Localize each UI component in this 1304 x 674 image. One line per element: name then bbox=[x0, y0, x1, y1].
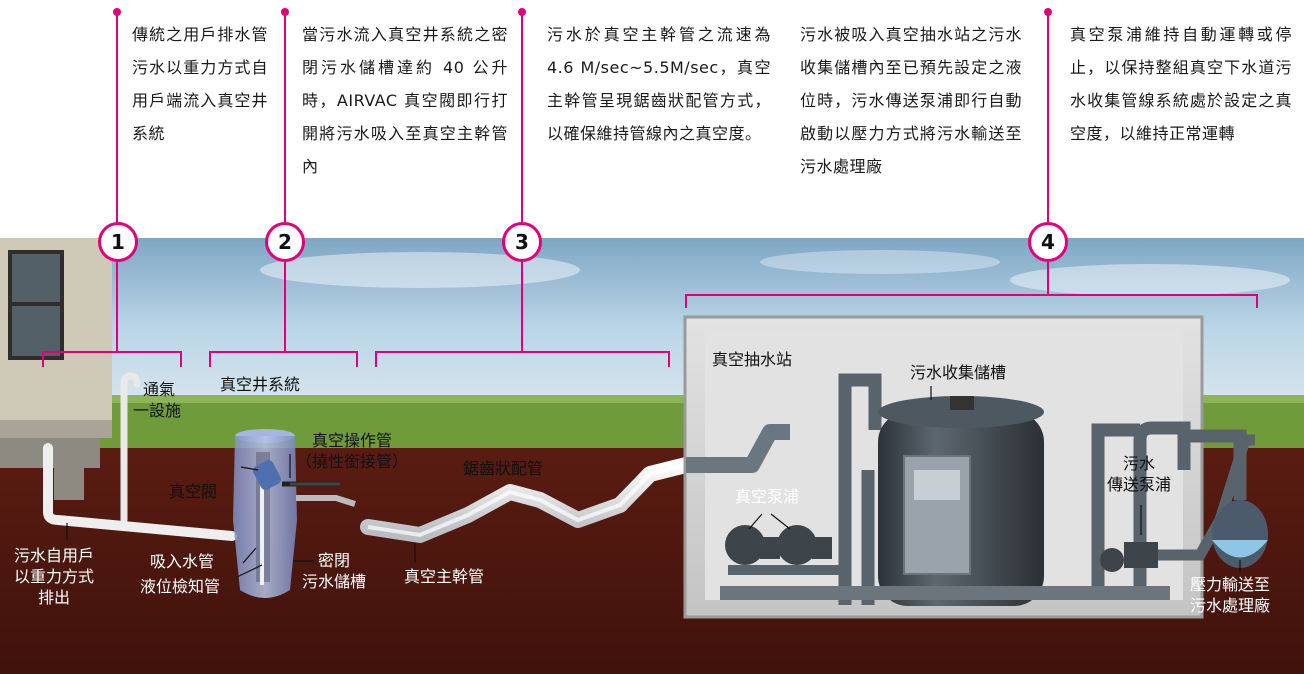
step-4a-description: 污水被吸入真空抽水站之污水收集儲槽內至已預先設定之液位時，污水傳送泵浦即行自動啟… bbox=[800, 25, 1022, 176]
sealed-tank-label: 密閉 污水儲槽 bbox=[302, 551, 367, 591]
step-1-marker: 1 bbox=[98, 222, 138, 262]
callout-dots bbox=[113, 8, 1052, 16]
house-building bbox=[0, 238, 112, 500]
vacuum-pumps-shape bbox=[720, 525, 1170, 600]
callout-lines bbox=[42, 12, 1258, 367]
step-3-marker: 3 bbox=[502, 222, 542, 262]
sawtooth-pipe-label: 鋸齒狀配管 bbox=[463, 459, 544, 478]
step-4-marker: 4 bbox=[1028, 222, 1068, 262]
collection-tank-label: 污水收集儲槽 bbox=[910, 363, 1007, 382]
discharge-pipe bbox=[1184, 429, 1247, 500]
station-piping bbox=[838, 373, 1191, 605]
vent-pipe bbox=[120, 372, 141, 524]
step-2-description: 當污水流入真空井系統之密閉污水儲槽達約 40 公升時，AIRVAC 真空閥即行打… bbox=[302, 25, 508, 176]
house-sewer-pipe bbox=[43, 443, 237, 541]
vent-label: 通氣 一設施 bbox=[133, 380, 182, 420]
to-treatment-plant-label: 壓力輸送至 污水處理廠 bbox=[1190, 575, 1271, 615]
station-label: 真空抽水站 bbox=[712, 350, 793, 369]
vacuum-valve-label: 真空閥 bbox=[169, 482, 218, 501]
suction-pipe-label: 吸入水管 bbox=[150, 552, 215, 571]
header-background bbox=[0, 0, 1304, 238]
collection-tank-shape bbox=[878, 396, 1044, 606]
label-pointers bbox=[66, 386, 1241, 578]
main-pipe-label: 真空主幹管 bbox=[404, 567, 485, 586]
level-sensor-label: 液位檢知管 bbox=[140, 577, 221, 596]
household-discharge-label: 污水自用戶 以重力方式 排出 bbox=[14, 546, 95, 607]
step-1-description: 傳統之用戶排水管污水以重力方式自用戶端流入真空井系統 bbox=[132, 25, 268, 143]
vacuum-well bbox=[233, 429, 297, 598]
step-3-description: 污水於真空主幹管之流速為 4.6 M/sec~5.5M/sec，真空主幹管呈現鋸… bbox=[547, 25, 771, 143]
vacuum-pump-label: 真空泵浦 bbox=[735, 487, 800, 506]
step-2-marker: 2 bbox=[265, 222, 305, 262]
vacuum-well-system-label: 真空井系統 bbox=[220, 375, 301, 394]
step-4b-description: 真空泵浦維持自動運轉或停止，以保持整組真空下水道污水收集管線系統處於設定之真空度… bbox=[1070, 25, 1292, 143]
control-pipe-label: 真空操作管 （撓性銜接管） bbox=[296, 431, 409, 471]
transfer-pump-label: 污水 傳送泵浦 bbox=[1107, 454, 1172, 494]
